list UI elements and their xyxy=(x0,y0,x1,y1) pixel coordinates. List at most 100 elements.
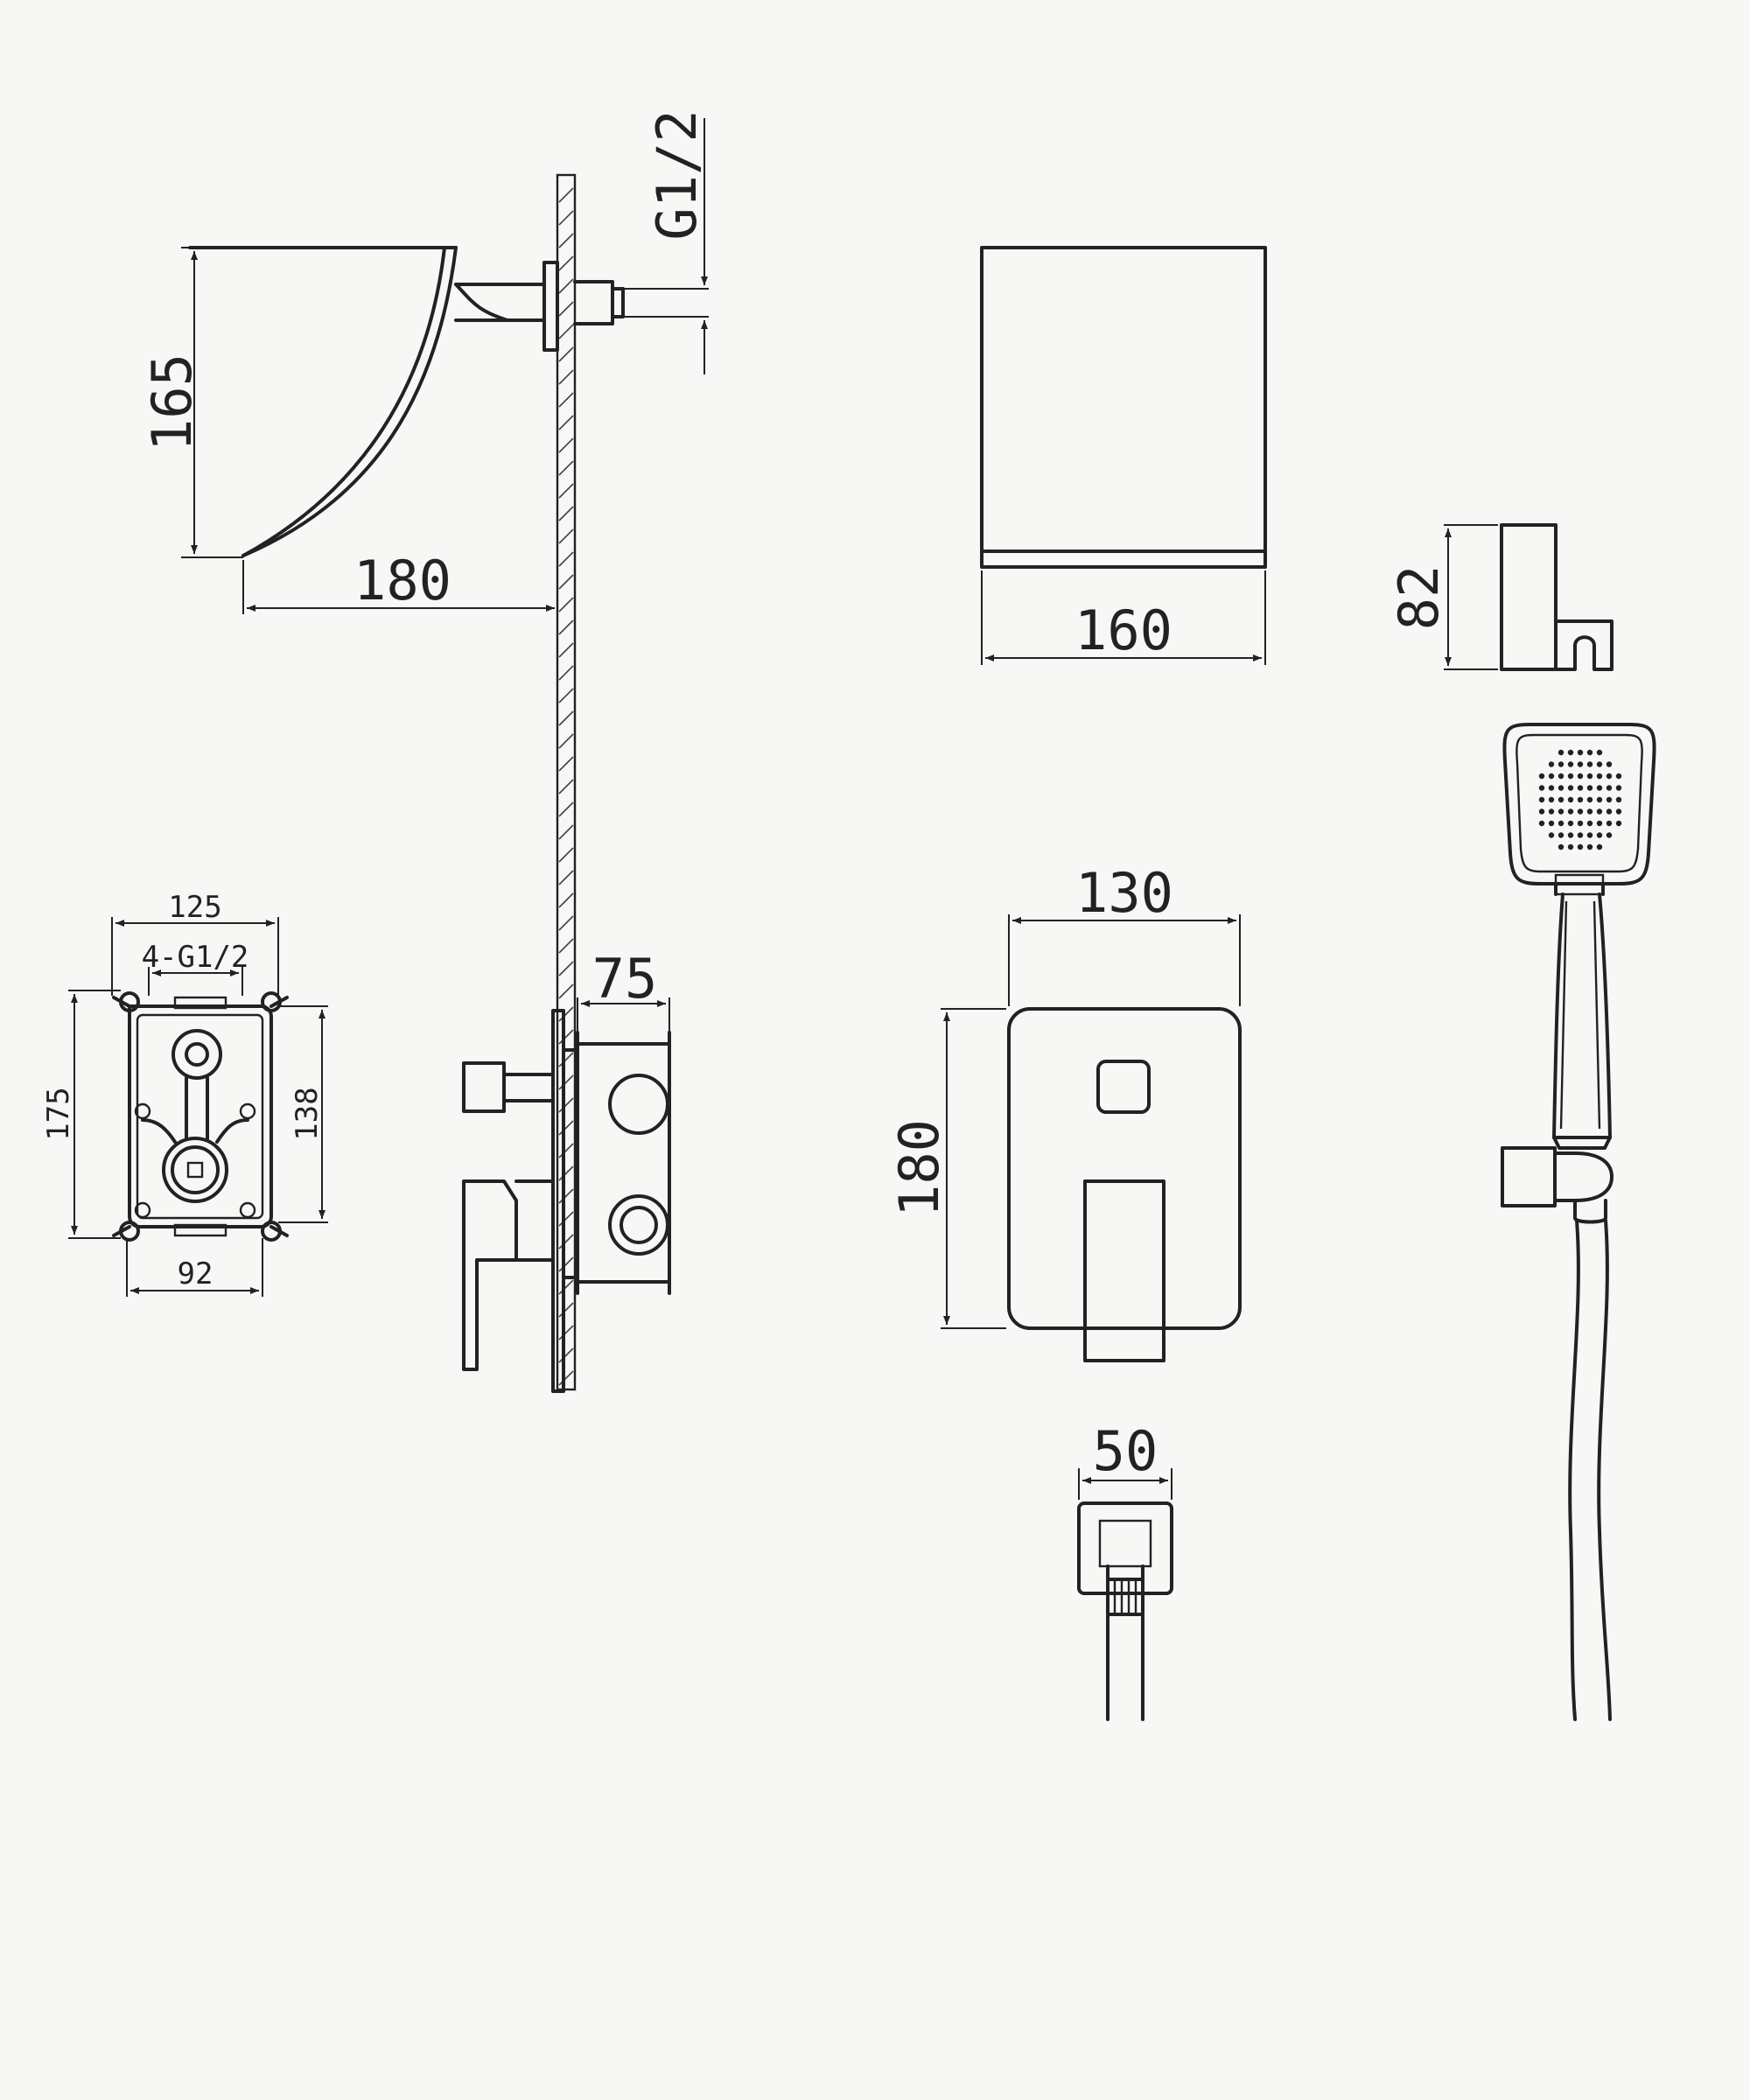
spray-nozzle xyxy=(1615,808,1622,815)
spray-nozzle xyxy=(1596,785,1603,791)
wall-holder xyxy=(1500,523,1614,671)
spray-nozzle xyxy=(1567,749,1574,756)
spray-nozzle xyxy=(1606,773,1613,780)
spray-nozzle xyxy=(1606,820,1613,827)
dim-label-138: 138 xyxy=(290,1087,325,1140)
spray-nozzle xyxy=(1606,832,1613,838)
spray-nozzle xyxy=(1558,832,1564,838)
waterfall-spout-side xyxy=(188,246,625,557)
wall-hatch-line xyxy=(558,938,574,954)
spray-nozzle xyxy=(1548,773,1555,780)
wall-hatch-line xyxy=(558,620,574,635)
wall-hatch-line xyxy=(558,233,574,248)
wall-hatch-line xyxy=(558,1120,574,1136)
spray-nozzle xyxy=(1615,785,1622,791)
wall-hatch-line xyxy=(558,870,574,886)
spray-nozzle xyxy=(1596,808,1603,815)
dimension-plate-width: 130 xyxy=(1008,861,1241,1006)
wall-hatch-line xyxy=(558,528,574,544)
wall-hatch-line xyxy=(558,324,574,340)
wall-hatch-line xyxy=(558,574,574,590)
spray-nozzle xyxy=(1558,785,1564,791)
wall-hatch-line xyxy=(558,1325,574,1340)
spray-nozzle xyxy=(1538,796,1545,803)
spray-nozzle xyxy=(1577,761,1584,767)
spray-nozzle xyxy=(1586,832,1593,838)
spray-nozzle xyxy=(1606,796,1613,803)
spray-nozzle xyxy=(1567,832,1574,838)
spray-nozzle xyxy=(1586,820,1593,827)
dim-label-4g12: 4-G1/2 xyxy=(142,940,249,975)
dim-label-175: 175 xyxy=(41,1087,76,1140)
spray-nozzle xyxy=(1606,761,1613,767)
wall-hatch-line xyxy=(558,1211,574,1227)
spray-nozzle xyxy=(1548,808,1555,815)
spray-nozzle xyxy=(1596,844,1603,850)
wall-hatch-line xyxy=(558,1279,574,1295)
wall-hatch-line xyxy=(558,551,574,567)
dim-label-50: 50 xyxy=(1093,1419,1158,1483)
dimension-box-bottom-width: 92 xyxy=(126,1238,263,1297)
dim-label-125: 125 xyxy=(168,890,221,925)
spray-nozzle xyxy=(1596,761,1603,767)
spray-nozzle xyxy=(1567,844,1574,850)
spray-nozzle xyxy=(1577,832,1584,838)
waterfall-spout-front xyxy=(980,246,1267,569)
spray-nozzle xyxy=(1558,820,1564,827)
spray-nozzle xyxy=(1538,820,1545,827)
spray-nozzle xyxy=(1558,808,1564,815)
dim-label-180-plate: 180 xyxy=(887,1119,951,1217)
dim-label-165: 165 xyxy=(140,354,204,452)
spray-nozzle xyxy=(1577,796,1584,803)
spray-nozzle xyxy=(1577,749,1584,756)
wall-hatch-line xyxy=(558,665,574,681)
wall-hatch-line xyxy=(558,733,574,749)
dim-label-180-projection: 180 xyxy=(354,549,452,612)
wall-hatch-line xyxy=(558,369,574,385)
spray-nozzle xyxy=(1586,773,1593,780)
spray-nozzle xyxy=(1538,785,1545,791)
spray-nozzle xyxy=(1548,820,1555,827)
concealed-box-front xyxy=(112,991,289,1242)
spray-nozzle xyxy=(1577,820,1584,827)
spray-nozzle xyxy=(1606,785,1613,791)
dim-label-82: 82 xyxy=(1387,565,1451,631)
dim-label-g12: G1/2 xyxy=(645,109,709,240)
spray-nozzle xyxy=(1558,773,1564,780)
wall-hatch-line xyxy=(558,415,574,430)
dimension-inlet-thread: G1/2 xyxy=(623,109,709,374)
wall-hatch-line xyxy=(558,915,574,931)
spray-nozzle xyxy=(1596,820,1603,827)
spray-nozzle xyxy=(1615,820,1622,827)
wall-hatch-line xyxy=(558,710,574,726)
wall-hatch-line xyxy=(558,597,574,612)
hand-shower xyxy=(1501,723,1656,1721)
dimension-box-depth: 75 xyxy=(577,947,670,1040)
wall-hatch-line xyxy=(558,1188,574,1204)
wall-hatch-line xyxy=(558,984,574,999)
wall-hatch-line xyxy=(558,1052,574,1068)
dim-label-75: 75 xyxy=(592,947,658,1011)
dimension-box-inlets: 4-G1/2 xyxy=(142,940,249,996)
spray-nozzle xyxy=(1567,761,1574,767)
spray-nozzle xyxy=(1596,796,1603,803)
wall-hatch-line xyxy=(558,1302,574,1318)
wall-hatch-line xyxy=(558,1074,574,1090)
wall-hatch-line xyxy=(558,1234,574,1250)
dimension-spout-height: 165 xyxy=(140,247,243,558)
dimension-plate-height: 180 xyxy=(887,1008,1006,1329)
wall-hatch-line xyxy=(558,346,574,362)
spray-nozzle xyxy=(1558,761,1564,767)
wall-hatch-line xyxy=(558,1029,574,1045)
spray-nozzle xyxy=(1567,796,1574,803)
spray-nozzle xyxy=(1615,796,1622,803)
wall-hatch-line xyxy=(558,1256,574,1272)
spray-nozzle xyxy=(1558,749,1564,756)
spray-nozzle xyxy=(1548,761,1555,767)
spray-nozzle xyxy=(1596,773,1603,780)
wall-hatch-line xyxy=(558,483,574,499)
wall-hatch-line xyxy=(558,210,574,226)
spray-nozzle xyxy=(1538,808,1545,815)
wall-hatch-line xyxy=(558,278,574,294)
